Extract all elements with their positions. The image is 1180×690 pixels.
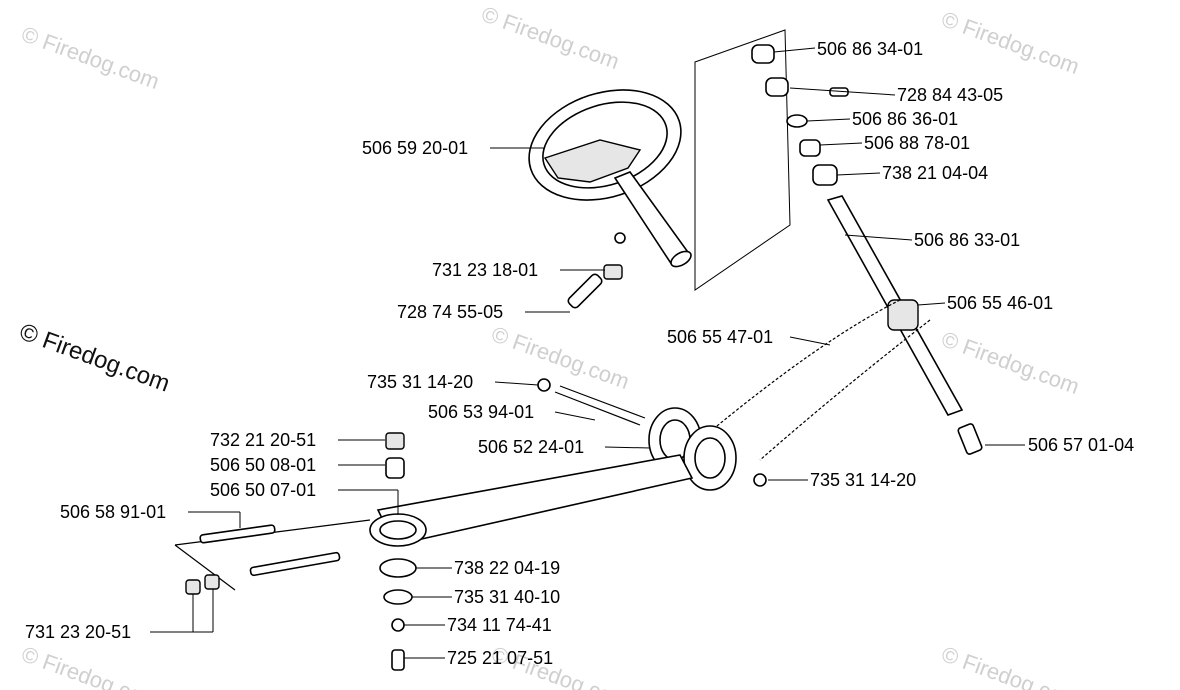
part-label: 728 84 43-05 <box>897 85 1003 105</box>
part-label: 735 31 14-20 <box>810 470 916 490</box>
part-label: 506 86 33-01 <box>914 230 1020 250</box>
part-label: 728 74 55-05 <box>397 302 503 322</box>
watermark-text: © Firedog.com <box>938 641 1082 690</box>
part-label: 506 59 20-01 <box>362 138 468 158</box>
part-label: 506 88 78-01 <box>864 133 970 153</box>
watermark-text: © Firedog.com <box>18 641 162 690</box>
part-label: 506 58 91-01 <box>60 502 166 522</box>
watermark-text: © Firedog.com <box>478 1 622 74</box>
part-label: 738 21 04-04 <box>882 163 988 183</box>
part-label: 506 57 01-04 <box>1028 435 1134 455</box>
part-label: 734 11 74-41 <box>447 615 552 635</box>
steering-column <box>751 44 983 455</box>
steering-wheel <box>528 29 791 291</box>
part-label: 731 23 20-51 <box>25 622 131 642</box>
part-label: 506 55 46-01 <box>947 293 1053 313</box>
part-labels: 506 86 34-01 728 84 43-05 506 86 36-01 5… <box>25 39 1134 668</box>
part-label: 732 21 20-51 <box>210 430 316 450</box>
part-label: 506 50 07-01 <box>210 480 316 500</box>
wheel-fasteners <box>567 232 626 309</box>
part-label: 506 55 47-01 <box>667 327 773 347</box>
part-label: 725 21 07-51 <box>447 648 553 668</box>
part-label: 506 53 94-01 <box>428 402 534 422</box>
part-label: 735 31 40-10 <box>454 587 560 607</box>
part-label: 506 52 24-01 <box>478 437 584 457</box>
part-label: 738 22 04-19 <box>454 558 560 578</box>
part-label: 735 31 14-20 <box>367 372 473 392</box>
watermark-text: © Firedog.com <box>938 6 1082 79</box>
pulleys <box>537 378 767 491</box>
watermark-text: © Firedog.com <box>938 326 1082 399</box>
part-label: 506 86 34-01 <box>817 39 923 59</box>
part-label: 506 86 36-01 <box>852 109 958 129</box>
leader-lines <box>150 47 1025 659</box>
watermark-text-large: © Firedog.com <box>16 318 173 397</box>
part-label: 506 50 08-01 <box>210 455 316 475</box>
part-label: 731 23 18-01 <box>432 260 538 280</box>
watermark-text: © Firedog.com <box>18 21 162 94</box>
